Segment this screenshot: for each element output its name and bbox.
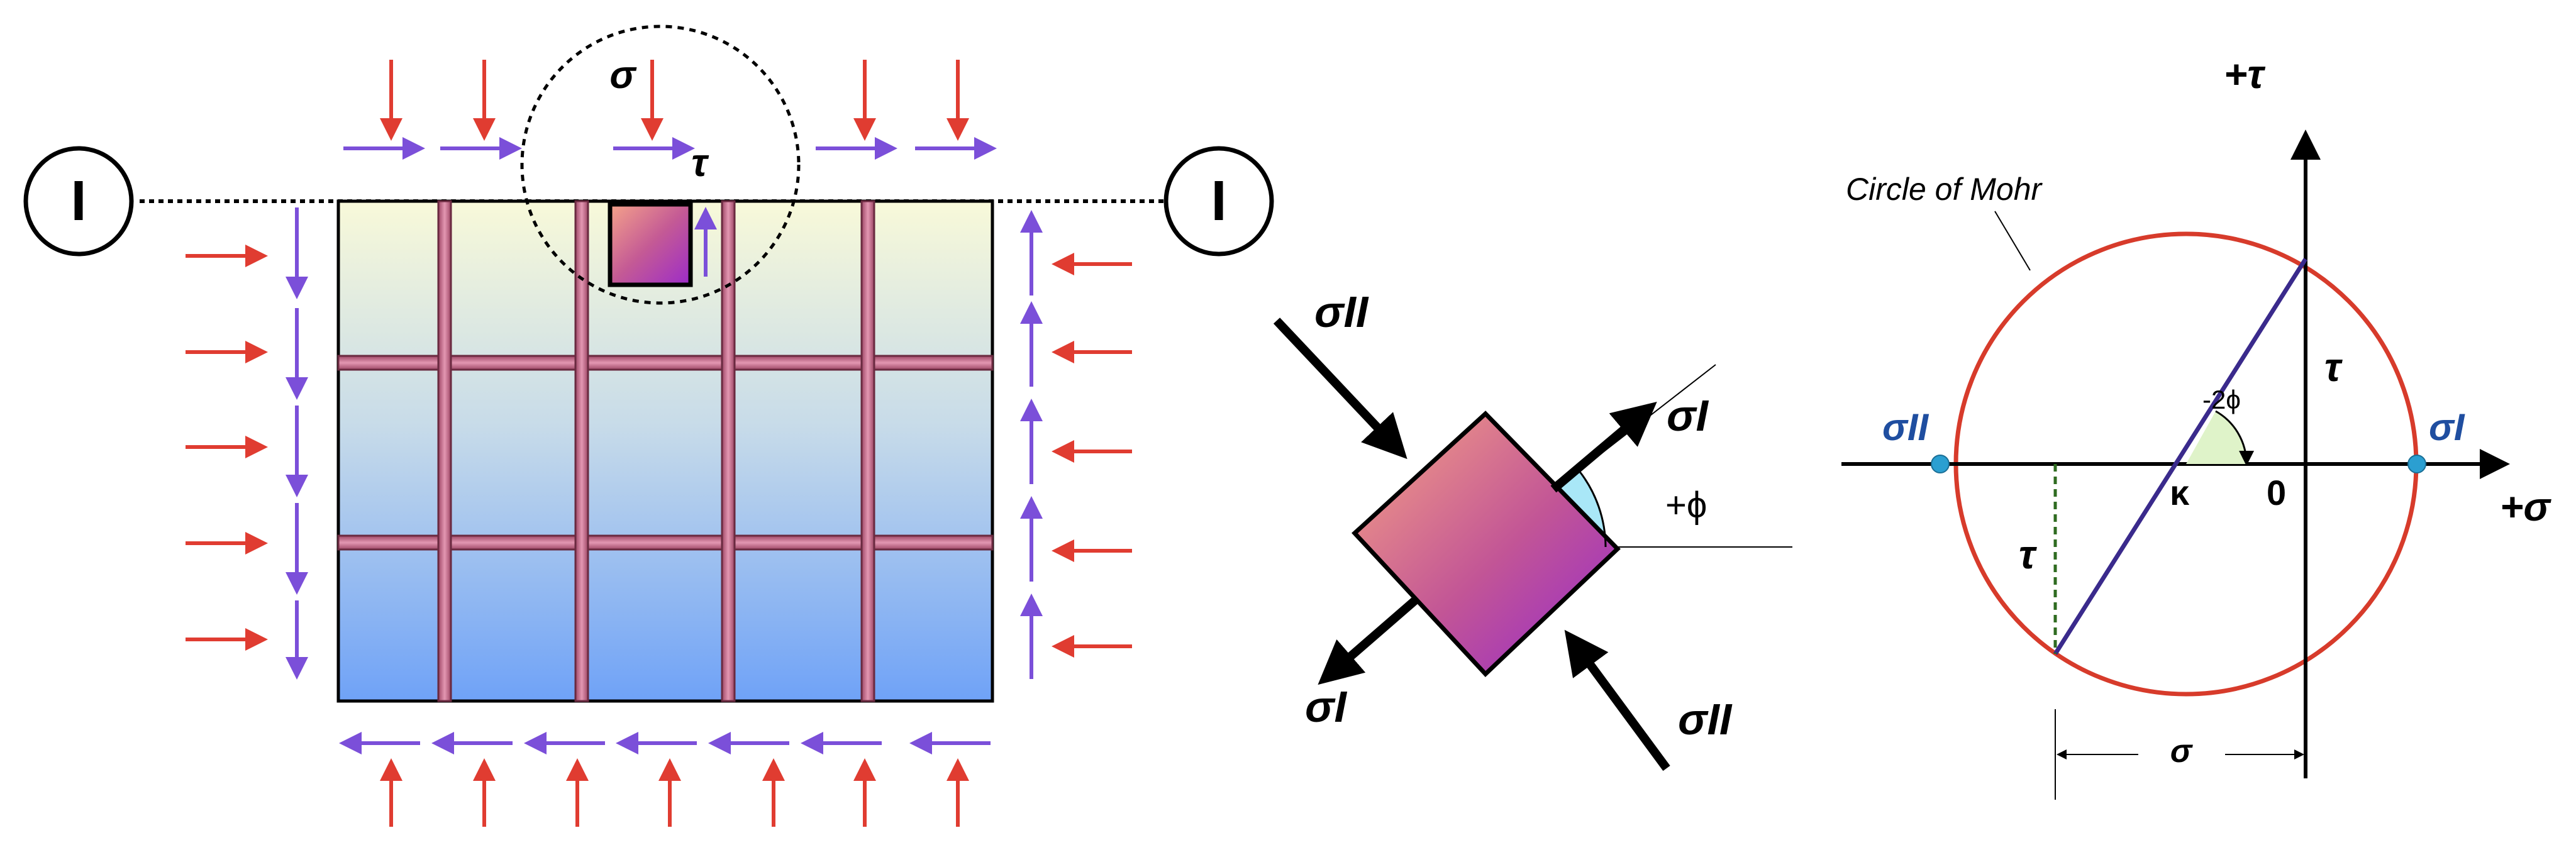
sigma-I-bottom-label: σI (1305, 682, 1347, 731)
sigma-II-arrow-top (1273, 318, 1407, 460)
rotated-element (1352, 411, 1621, 677)
sigma-II-point (1931, 455, 1950, 473)
sigma-II-label: σII (1882, 406, 1929, 448)
sigma-I-label: σI (2429, 406, 2465, 448)
left-panel: I I σ τ (23, 25, 1274, 827)
rebar-vertical (860, 200, 875, 702)
sigma-I-arrow-top (1550, 401, 1657, 493)
sigma-label: σ (609, 53, 637, 97)
bottom-compression-arrows (380, 758, 969, 827)
tau-left-label: τ (2019, 532, 2037, 577)
sigma-axis-label: +σ (2500, 484, 2551, 529)
mohr-title: Circle of Mohr (1846, 172, 2043, 207)
rebar-horizontal (337, 355, 994, 371)
circle-label-leader (1994, 211, 2031, 271)
section-right-label: I (1211, 170, 1226, 233)
kappa-label: κ (2170, 473, 2190, 512)
mohr-panel: Circle of Mohr +τ +σ σII σI κ 0 τ τ -2ϕ … (1841, 52, 2551, 800)
angle-label: +ϕ (1665, 485, 1707, 526)
tau-right-label: τ (2324, 345, 2343, 390)
rebar-vertical (574, 200, 589, 702)
stress-element (608, 202, 693, 287)
section-left-label: I (70, 170, 86, 233)
tau-label: τ (691, 141, 709, 185)
angle-arc (1578, 470, 1607, 548)
left-compression-arrows (186, 245, 268, 651)
top-compression-arrows (380, 60, 969, 141)
double-angle-wedge (2186, 411, 2247, 464)
double-angle-label: -2ϕ (2202, 385, 2241, 414)
sigma-I-point (2407, 455, 2426, 473)
sigma-II-arrow-bottom (1564, 629, 1670, 771)
section-marker-right (1163, 146, 1274, 257)
rebar-horizontal (337, 534, 994, 551)
right-compression-arrows (1052, 253, 1132, 658)
sigma-II-bottom-label: σII (1678, 695, 1733, 744)
rebar-vertical (437, 200, 452, 702)
middle-panel: σII σI σI σII +ϕ (1273, 287, 1792, 771)
section-marker-left (23, 146, 134, 257)
rebar-vertical (721, 200, 736, 702)
tau-axis-label: +τ (2224, 52, 2265, 97)
sigma-I-top-label: σI (1667, 391, 1709, 440)
mohr-chord (2053, 258, 2307, 655)
sigma-dimension-label: σ (2170, 733, 2194, 770)
detail-circle (520, 25, 801, 305)
sigma-II-top-label: σII (1314, 287, 1369, 336)
origin-label: 0 (2267, 473, 2286, 512)
sigma-I-arrow-bottom (1318, 597, 1418, 685)
double-angle-arc (2215, 410, 2255, 466)
